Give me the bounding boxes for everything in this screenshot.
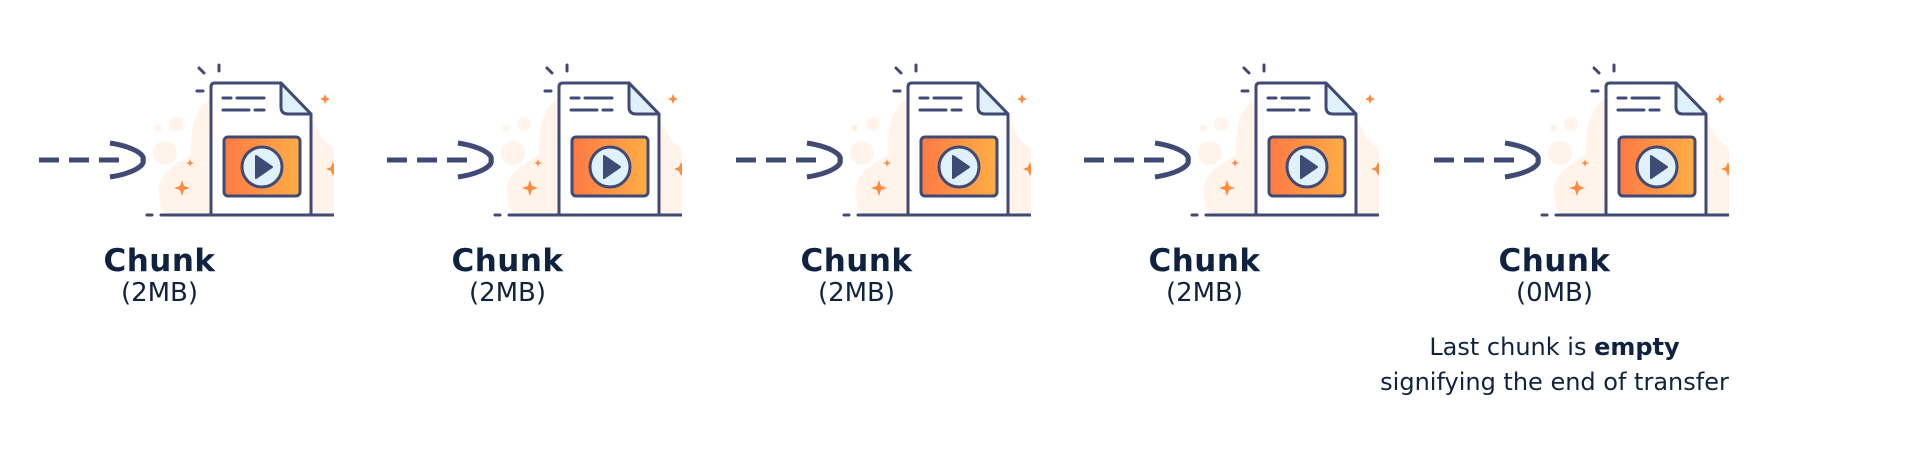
chunk-size: (0MB)	[1515, 278, 1594, 308]
dashed-arrow-icon	[39, 140, 146, 180]
chunk-title: Chunk	[103, 243, 216, 279]
sparkle-icon	[871, 94, 1031, 196]
dashed-arrow-icon	[1084, 140, 1191, 180]
chunk-title: Chunk	[800, 243, 913, 279]
note-line2: signifying the end of transfer	[1380, 368, 1729, 396]
chunk-size: (2MB)	[468, 278, 547, 308]
note-line1-prefix: Last chunk is	[1429, 333, 1595, 361]
chunk-2: Chunk(2MB)	[333, 0, 682, 452]
sparkle-icon	[522, 94, 682, 196]
video-file-icon	[209, 81, 313, 217]
video-file-icon	[557, 81, 661, 217]
chunk-title: Chunk	[1498, 243, 1611, 279]
end-of-transfer-note: Last chunk is empty signifying the end of…	[1360, 330, 1749, 400]
note-emphasis: empty	[1594, 333, 1680, 361]
chunk-5: Chunk(0MB) Last chunk is empty signifying …	[1380, 0, 1729, 452]
sparkle-icon	[174, 94, 334, 196]
dashed-arrow-icon	[387, 140, 494, 180]
chunk-1: Chunk(2MB)	[0, 0, 334, 452]
chunk-title: Chunk	[1148, 243, 1261, 279]
chunk-4: Chunk(2MB)	[1030, 0, 1379, 452]
video-file-icon	[1254, 81, 1358, 217]
sparkle-icon	[1569, 94, 1729, 196]
dashed-arrow-icon	[1434, 140, 1541, 180]
chunk-size: (2MB)	[1165, 278, 1244, 308]
sparkle-icon	[1219, 94, 1379, 196]
chunk-size: (2MB)	[120, 278, 199, 308]
chunk-size: (2MB)	[817, 278, 896, 308]
video-file-icon	[906, 81, 1010, 217]
chunk-3: Chunk(2MB)	[682, 0, 1031, 452]
chunk-title: Chunk	[451, 243, 564, 279]
dashed-arrow-icon	[736, 140, 843, 180]
video-file-icon	[1604, 81, 1708, 217]
